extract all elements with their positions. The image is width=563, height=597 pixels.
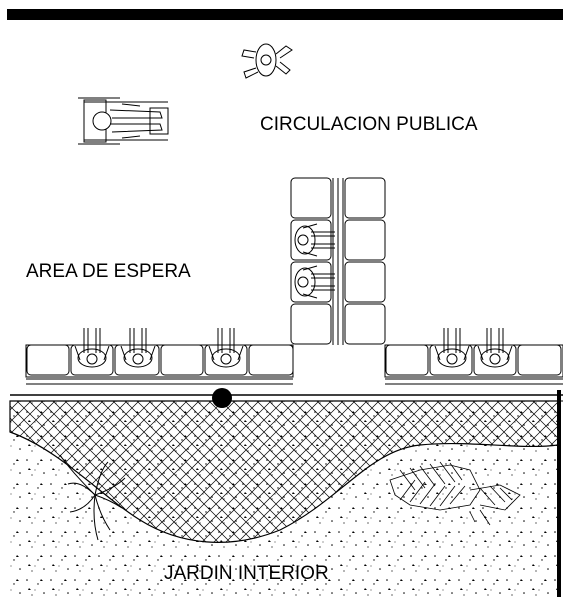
- right-wall: [557, 390, 561, 597]
- hatched-paving: [9, 400, 559, 543]
- top-wall: [7, 9, 563, 20]
- left-seat-row: [25, 344, 294, 385]
- column-post: [212, 388, 232, 408]
- right-seat-row: [384, 344, 563, 385]
- garden-label: JARDIN INTERIOR: [164, 563, 329, 584]
- left-row-occupants: [74, 328, 244, 368]
- shrub-right: [389, 461, 521, 526]
- waiting-area-label: AREA DE ESPERA: [26, 261, 191, 282]
- vertical-seat-bank: [290, 177, 386, 345]
- wheelchair-figure: [78, 97, 169, 145]
- plant-left: [59, 454, 126, 541]
- pedestrian-figure: [241, 43, 293, 79]
- right-row-occupants: [434, 328, 513, 368]
- circulation-label: CIRCULACION PUBLICA: [260, 114, 478, 135]
